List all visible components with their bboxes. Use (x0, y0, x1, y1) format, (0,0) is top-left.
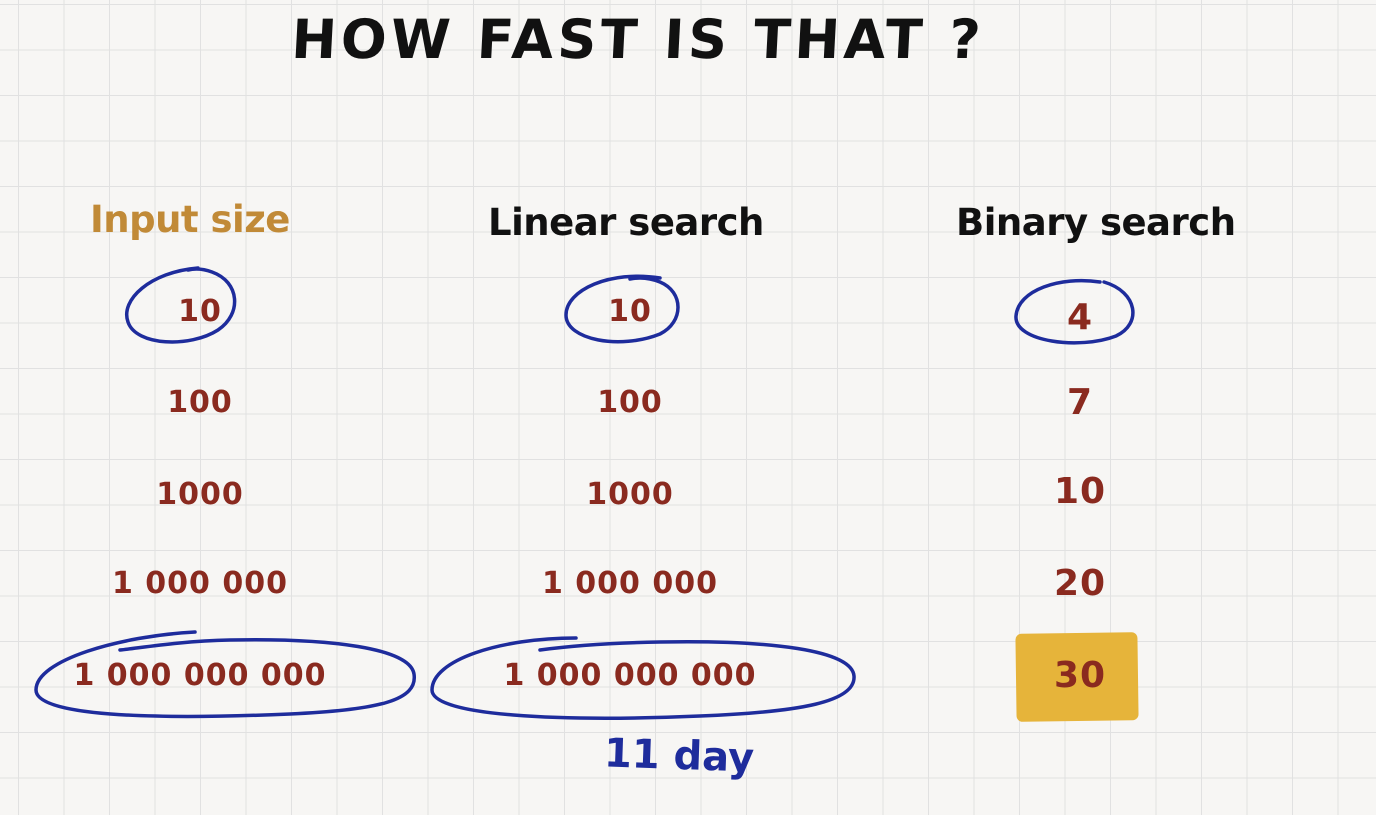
linear-search-value: 1 000 000 000 (503, 658, 757, 693)
column-header-linear-search: Linear search (488, 201, 764, 244)
input-size-value: 1 000 000 (111, 566, 288, 601)
input-size-value: 1 000 000 000 (73, 658, 327, 693)
binary-search-value: 10 (1053, 471, 1107, 512)
column-header-binary-search: Binary search (956, 201, 1236, 244)
input-size-value: 100 (167, 385, 233, 420)
binary-search-value: 7 (1066, 382, 1094, 423)
binary-search-value: 30 (1053, 655, 1107, 696)
linear-search-value: 10 (608, 294, 652, 329)
column-header-input-size: Input size (90, 198, 290, 241)
linear-search-value: 100 (597, 385, 663, 420)
linear-time-annotation: 11 day (603, 730, 755, 782)
page-title: HOW FAST IS THAT ? (289, 8, 987, 71)
input-size-value: 10 (178, 294, 222, 329)
linear-search-value: 1 000 000 (541, 566, 718, 601)
binary-search-value: 20 (1053, 563, 1107, 604)
input-size-value: 1000 (156, 477, 244, 512)
linear-search-value: 1000 (586, 477, 674, 512)
binary-search-value: 4 (1066, 297, 1094, 338)
